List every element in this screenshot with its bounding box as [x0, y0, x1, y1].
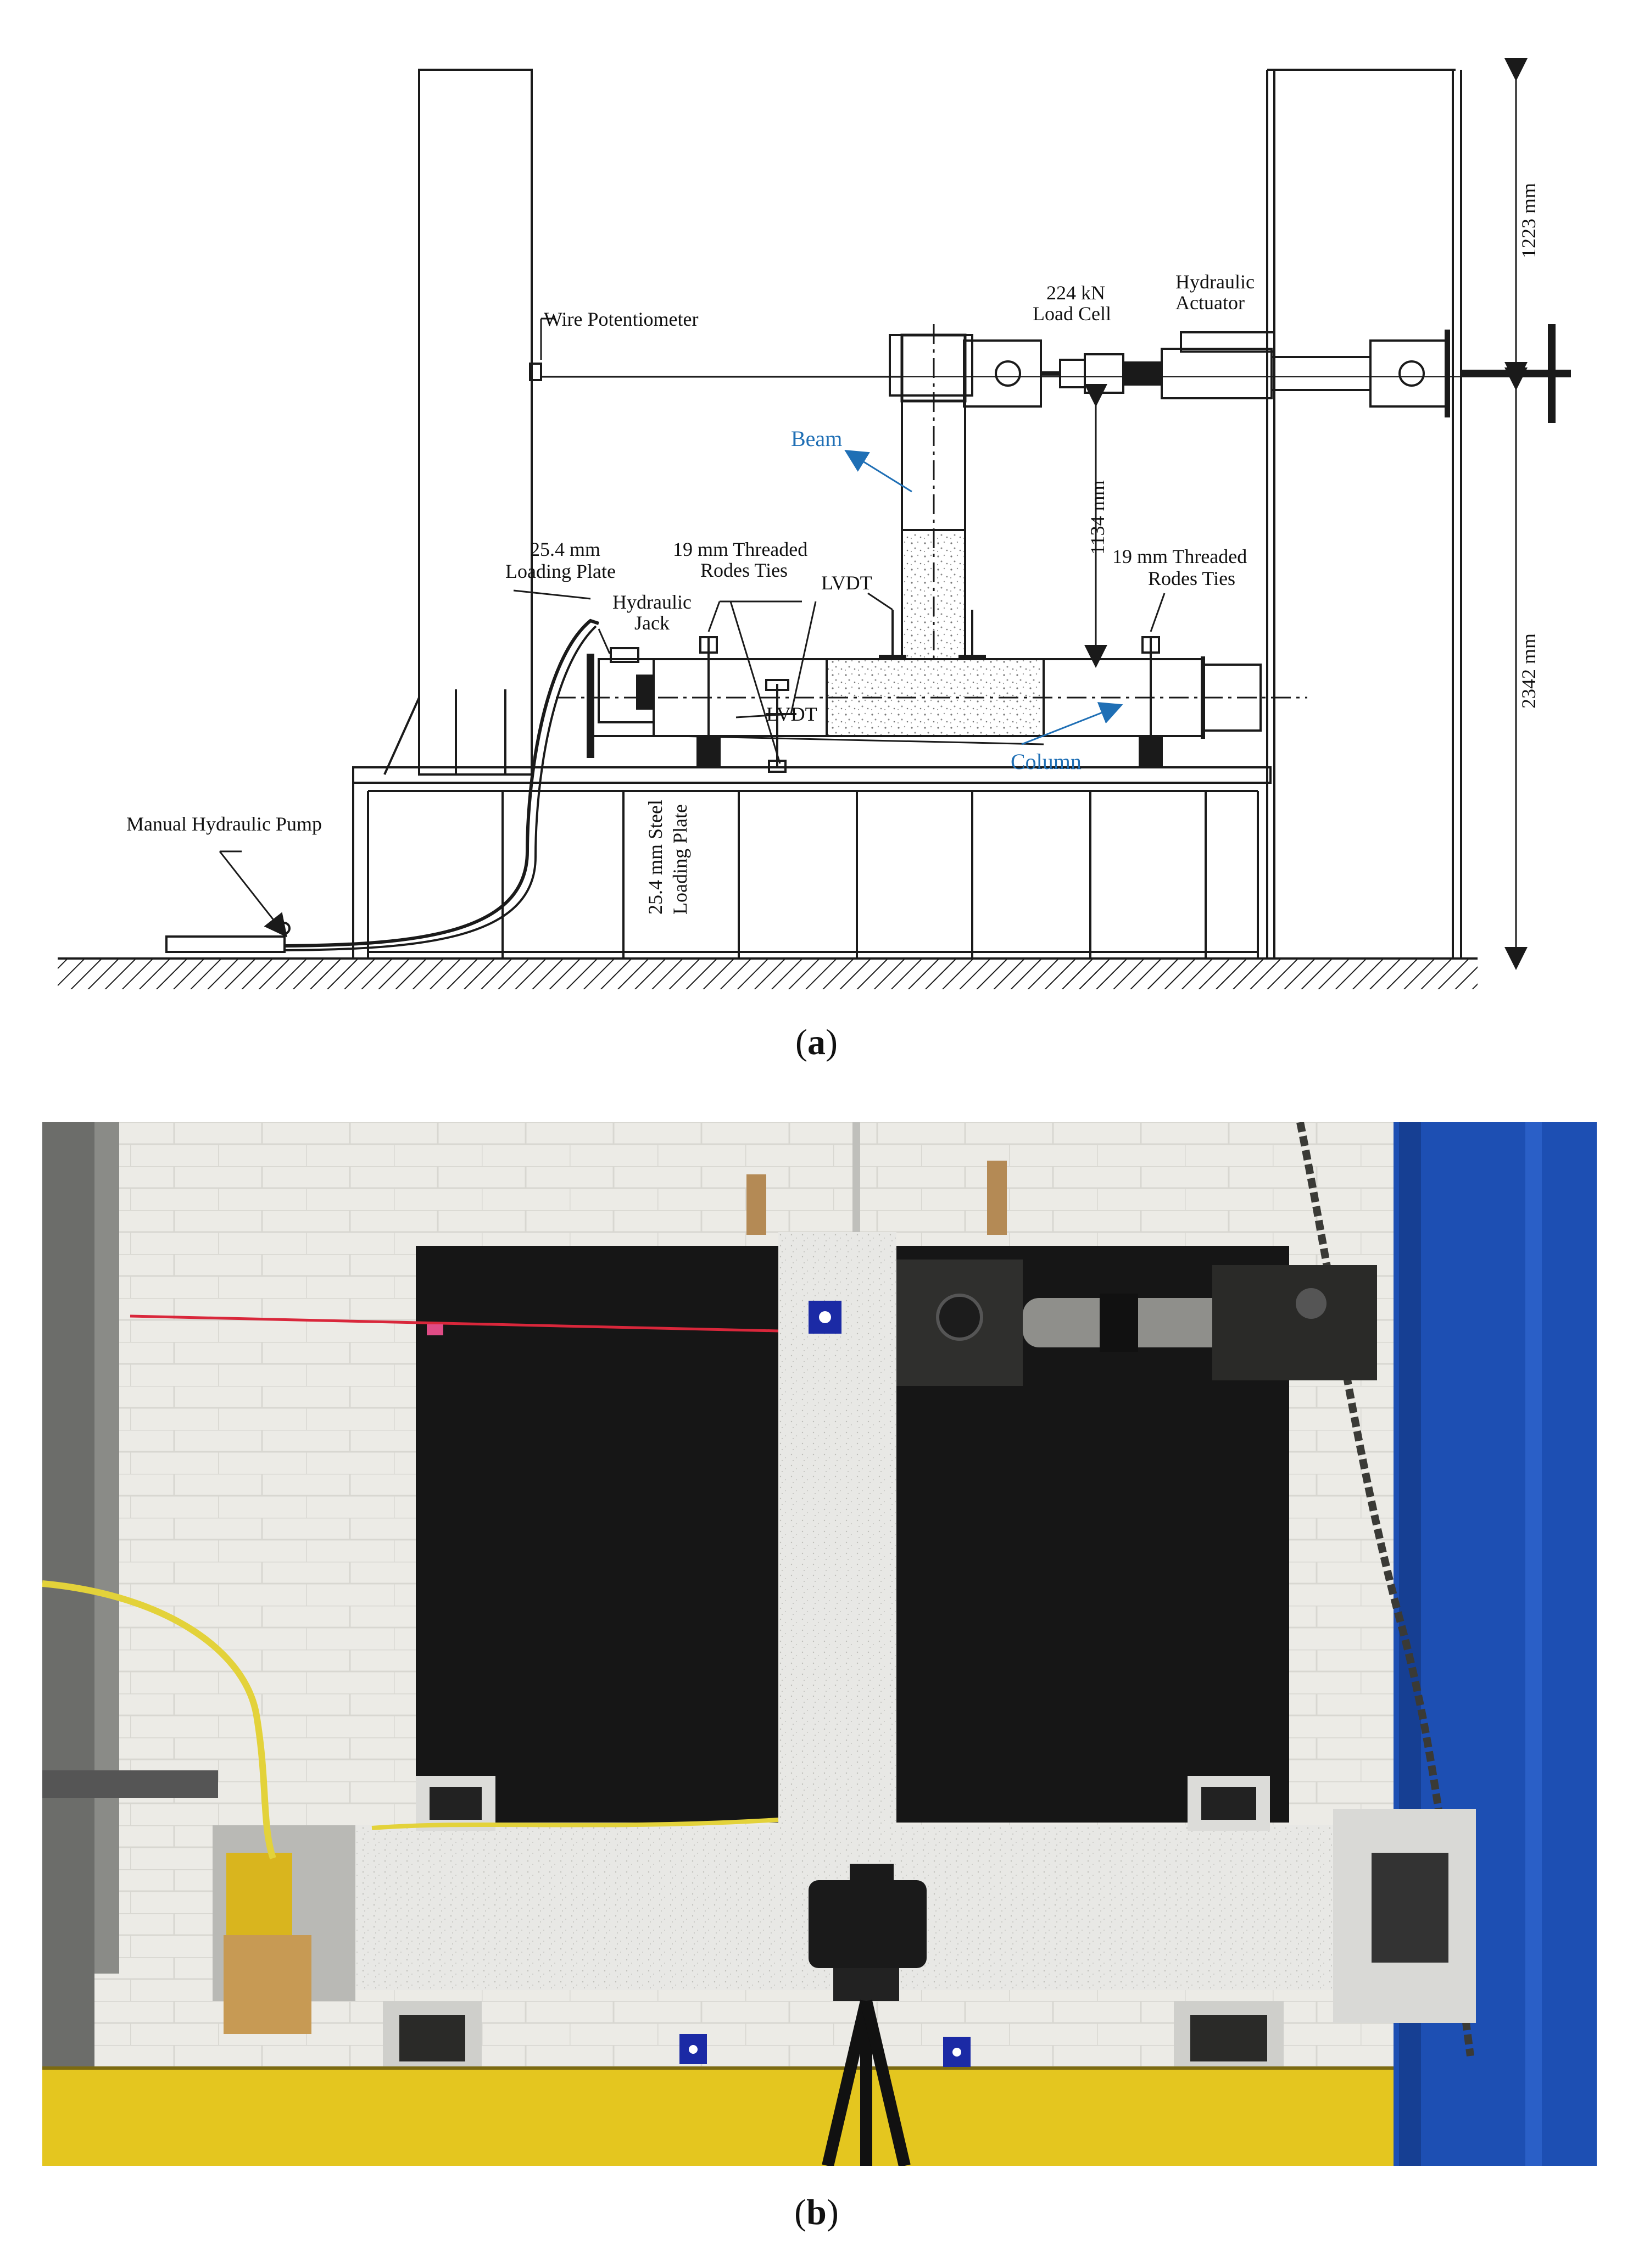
dim-1223: 1223 mm	[1518, 183, 1540, 258]
hydraulic-jack	[587, 647, 655, 758]
hydraulic-hose	[285, 618, 599, 948]
wire-potentiometer	[529, 363, 542, 381]
label-ties-left-2: Rodes Ties	[700, 559, 788, 581]
label-lvdt-top: LVDT	[821, 572, 872, 594]
label-steel-plate-1: 25.4 mm Steel	[644, 800, 666, 915]
label-wire-potentiometer: Wire Potentiometer	[544, 308, 698, 330]
test-table	[352, 766, 1272, 959]
caption-a: (a)	[795, 1022, 838, 1062]
load-train	[889, 324, 1571, 423]
label-steel-plate-2: Loading Plate	[669, 804, 691, 915]
label-jack-2: Jack	[634, 612, 670, 634]
manual-hydraulic-pump	[165, 922, 291, 953]
ground	[58, 957, 1478, 989]
dim-2342: 2342 mm	[1518, 633, 1540, 709]
laser-line	[130, 1314, 779, 1333]
lvdt-top	[879, 610, 986, 658]
label-beam: Beam	[791, 426, 842, 451]
test-setup-schematic: Wire Potentiometer 224 kN Load Cell Hydr…	[58, 58, 1571, 989]
label-loading-plate-2: Loading Plate	[505, 560, 616, 582]
right-reaction-frame	[1266, 69, 1462, 959]
label-pump: Manual Hydraulic Pump	[126, 813, 322, 835]
test-setup-photo	[42, 1122, 1597, 2166]
column-specimen	[556, 658, 1307, 745]
beam-specimen	[900, 324, 967, 665]
label-actuator-1: Hydraulic	[1175, 271, 1255, 293]
label-jack-1: Hydraulic	[612, 591, 692, 613]
dim-1134: 1134 mm	[1086, 480, 1108, 555]
label-column: Column	[1011, 749, 1082, 774]
left-reaction-column	[418, 69, 533, 776]
photo-test-table	[42, 2067, 1394, 2166]
label-ties-right-1: 19 mm Threaded	[1112, 545, 1247, 567]
label-loading-plate-1: 25.4 mm	[530, 538, 600, 560]
photo-beam-specimen	[778, 1232, 896, 1935]
label-load-cell-2: Load Cell	[1033, 303, 1111, 325]
label-ties-right-2: Rodes Ties	[1148, 567, 1235, 589]
label-lvdt-mid: LVDT	[766, 703, 817, 725]
label-ties-left-1: 19 mm Threaded	[673, 538, 807, 560]
lvdt-mid	[765, 679, 796, 773]
left-steel-frame	[42, 1122, 218, 2166]
photo-camera	[809, 1864, 927, 2166]
label-load-cell-1: 224 kN	[1046, 282, 1105, 304]
dimension-lines	[1084, 58, 1528, 970]
label-actuator-2: Actuator	[1175, 292, 1245, 314]
photo-actuator	[896, 1260, 1377, 1386]
yellow-hose	[42, 1580, 276, 1859]
photo-hydraulic-jack	[213, 1825, 355, 2034]
caption-b: (b)	[794, 2192, 839, 2232]
